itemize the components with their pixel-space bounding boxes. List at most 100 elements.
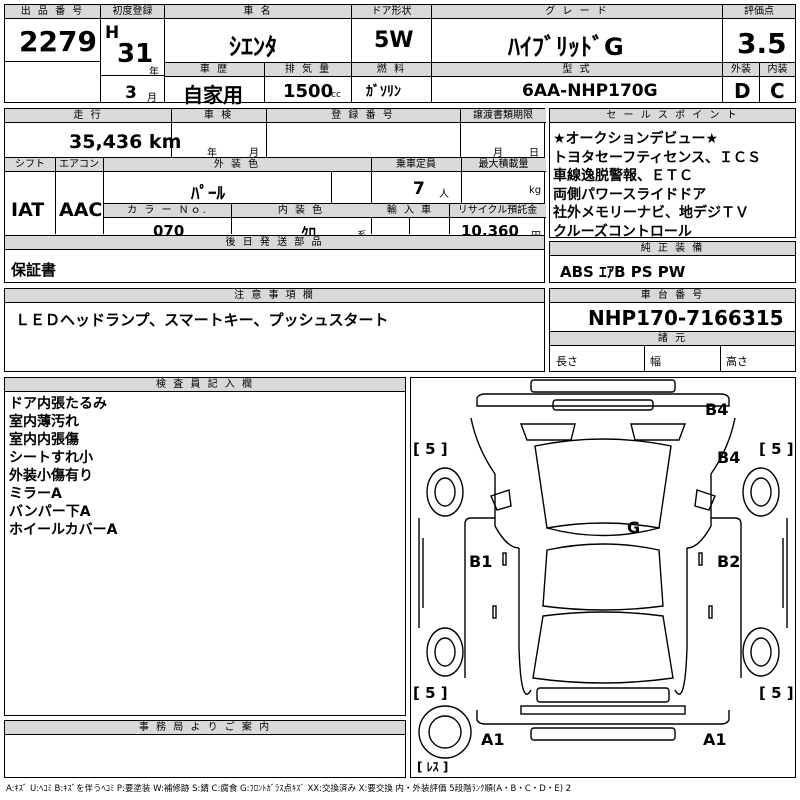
tire-front-right: [ 5 ] [759,440,794,458]
genuine-equipment-value: ABS ｴｱB PS PW [560,263,686,281]
max-load-unit: kg [529,185,542,196]
month-unit: 月 [147,93,157,104]
lot-number-box: 出 品 番 号 2279 [4,4,101,62]
specs-label: 諸 元 [550,332,795,346]
damage-mark-b2: B2 [717,552,741,571]
model-code-value: 6AA-NHP170G [522,81,658,101]
capacity-label: 乗車定員 [371,158,461,172]
inspection-year-unit: 年 [207,148,217,159]
lot-number-label: 出 品 番 号 [5,5,100,19]
displacement-value: 1500 [283,81,334,102]
car-name-value: ｼｴﾝﾀ [229,33,277,61]
shift-label: シフト [5,158,55,172]
recycle-label: リサイクル預託金 [449,204,546,218]
interior-grade-label: 内装 [760,63,795,77]
tire-rear-right: [ 5 ] [759,684,794,702]
inspection-month-unit: 月 [249,148,259,159]
grade-value: ﾊｲﾌﾞﾘｯﾄﾞG [508,33,624,61]
car-diagram: B4 B4 G B1 B2 A1 A1 [ 5 ] [ 5 ] [ 5 ] [ … [410,377,796,778]
capacity-unit: 人 [439,189,449,200]
displacement-unit: cc [331,90,341,100]
tire-spare: [ ﾚｽ ] [417,760,449,774]
registration-month: 3 [125,83,137,103]
exterior-grade-box: 外装 D [722,62,760,103]
inspector-item: ホイールカバーA [9,522,118,538]
color-no-label: カ ラ ー Ｎｏ. [104,204,231,218]
sales-point-item: トヨタセーフティセンス、ＩＣＳ [553,149,762,166]
door-label: ドア形状 [352,5,431,19]
sales-point-item: 両側パワースライドドア [553,186,707,203]
damage-mark-b4-right: B4 [717,448,741,467]
max-load-label: 最大積載量 [461,158,546,172]
ac-value: AAC [59,199,103,221]
sales-point-item: 車線逸脱警報、ＥＴＣ [553,168,693,184]
inspector-item: ミラーA [9,486,62,502]
first-registration-box: 初度登録 H 31 年 3 月 [100,4,165,104]
chassis-label: 車 台 番 号 [550,289,795,303]
import-label: 輸 入 車 [371,204,449,218]
sales-point-item: 社外メモリーナビ、地デジＴＶ [553,205,749,221]
damage-mark-g: G [627,518,641,537]
reg-no-label: 登 録 番 号 [266,109,460,123]
mileage-value: 35,436 km [69,131,182,153]
displacement-box: 排 気 量 1500 cc [264,62,352,103]
registration-year: 31 [117,39,154,69]
fuel-value: ｶﾞｿﾘﾝ [366,84,401,100]
inspector-item: 室内薄汚れ [9,414,79,430]
car-name-label: 車 名 [165,5,351,19]
era-label: H [105,23,120,43]
transfer-day-unit: 日 [529,148,539,159]
transfer-label: 譲渡書類期限 [460,109,546,123]
lot-number-value: 2279 [19,25,97,58]
damage-mark-b4-top: B4 [705,400,729,419]
ac-label: エアコン [55,158,103,172]
office-box: 事 務 局 よ り ご 案 内 [4,720,406,778]
damage-mark-a1-right: A1 [703,730,727,749]
car-name-box: 車 名 ｼｴﾝﾀ [164,4,352,63]
sales-points-label: セ ー ル ス ポ イ ン ト [550,109,795,123]
capacity-value: 7 [413,179,425,199]
sales-points-box: セ ー ル ス ポ イ ン ト ★オークションデビュー★ トヨタセーフティセンス… [549,108,796,240]
sales-point-item: クルーズコントロール [553,223,692,240]
inspector-item: シートすれ小 [9,450,93,466]
inspector-box: 検 査 員 記 入 欄 ドア内張たるみ 室内薄汚れ 室内内張傷 シートすれ小 外… [4,377,406,716]
notes-value: ＬＥＤヘッドランプ、スマートキー、プッシュスタート [15,311,389,329]
first-registration-label: 初度登録 [101,5,164,19]
shift-value: IAT [11,199,45,221]
interior-grade-box: 内装 C [759,62,796,103]
ext-color-value: ﾊﾟｰﾙ [191,184,225,204]
inspection-label: 車 検 [171,109,266,123]
spec-width-label: 幅 [650,355,661,368]
ext-color-label: 外 装 色 [103,158,371,172]
history-value: 自家用 [183,83,243,107]
model-code-label: 型 式 [432,63,722,77]
genuine-equipment-box: 純 正 装 備 ABS ｴｱB PS PW [549,241,796,283]
mileage-label: 走 行 [5,109,171,123]
inspector-item: バンパー下A [9,504,91,520]
history-label: 車 歴 [165,63,264,77]
interior-grade-value: C [770,79,785,103]
lot-blank-box [4,61,101,103]
inspector-list: ドア内張たるみ 室内薄汚れ 室内内張傷 シートすれ小 外装小傷有り ミラーA バ… [9,395,117,539]
spec-length-label: 長さ [556,355,578,368]
genuine-equipment-label: 純 正 装 備 [550,242,795,256]
exterior-grade-value: D [734,79,751,103]
score-value: 3.5 [737,27,787,60]
office-label: 事 務 局 よ り ご 案 内 [5,721,405,735]
tire-front-left: [ 5 ] [413,440,448,458]
vehicle-detail-table: 走 行 車 検 登 録 番 号 譲渡書類期限 35,436 km 年 月 月 日… [4,108,546,283]
model-code-box: 型 式 6AA-NHP170G [431,62,723,103]
door-box: ドア形状 5W [351,4,432,63]
door-value: 5W [374,28,414,53]
grade-label: グ レ ー ド [432,5,722,19]
car-outline-icon [418,379,788,759]
grade-box: グ レ ー ド ﾊｲﾌﾞﾘｯﾄﾞG [431,4,723,63]
later-parts-label: 後 日 発 送 部 品 [5,236,544,250]
history-box: 車 歴 自家用 [164,62,265,107]
later-parts-value: 保証書 [11,261,57,279]
fuel-box: 燃 料 ｶﾞｿﾘﾝ [351,62,432,103]
notes-label: 注 意 事 項 欄 [5,289,544,303]
score-box: 評価点 3.5 [722,4,796,63]
chassis-box: 車 台 番 号 NHP170-7166315 諸 元 長さ 幅 高さ [549,288,796,372]
inspector-item: 室内内張傷 [9,432,79,448]
